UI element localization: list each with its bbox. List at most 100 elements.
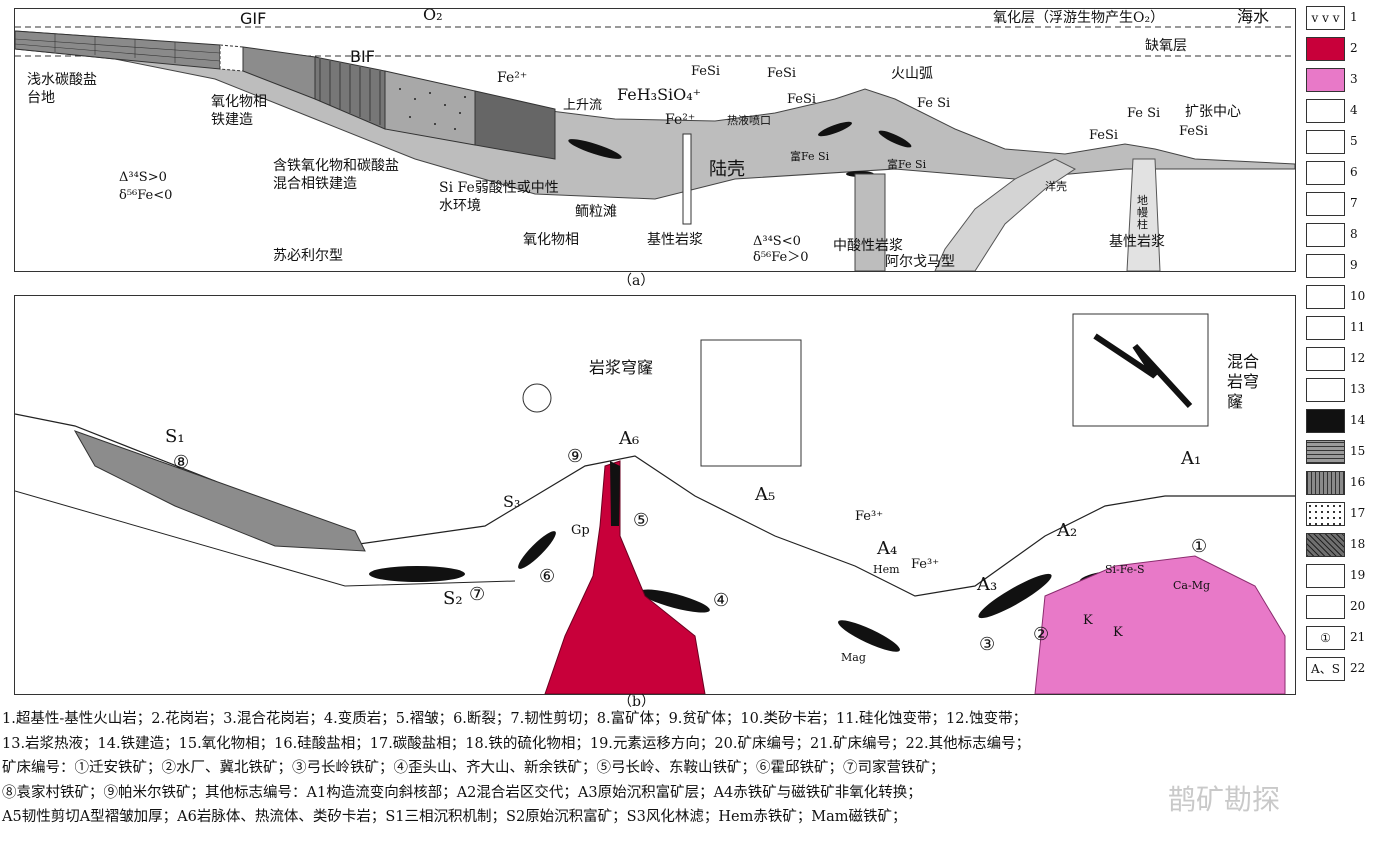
- legend-item-16: 16: [1304, 469, 1374, 497]
- legend-swatch-9: [1306, 254, 1345, 278]
- legend-item-4: 4: [1304, 97, 1374, 125]
- legend-item-11: 11: [1304, 314, 1374, 342]
- legend-number: 18: [1350, 537, 1365, 551]
- legend-swatch-20: [1306, 595, 1345, 619]
- legend-number: 7: [1350, 196, 1358, 210]
- migmatite-dome-label: 混合岩穹窿: [1227, 352, 1267, 412]
- legend-swatch-5: [1306, 130, 1345, 154]
- legend-item-15: 15: [1304, 438, 1374, 466]
- legend-swatch-18: [1306, 533, 1345, 557]
- seawater-label: 海水: [1237, 9, 1269, 25]
- a4-label: A₄: [877, 540, 897, 558]
- legend-item-7: 7: [1304, 190, 1374, 218]
- legend-item-18: 18: [1304, 531, 1374, 559]
- oceanic-crust-label: 洋壳: [1045, 181, 1067, 192]
- intermediate-magma-label: 中酸性岩浆: [833, 239, 903, 253]
- panel-b-drawing: [15, 296, 1295, 694]
- panel-a-cross-section: GIF O₂ 氧化层（浮游生物产生O₂） 海水 缺氧层 BIF Fe²⁺ FeH…: [14, 8, 1296, 272]
- o2-label: O₂: [423, 7, 443, 23]
- oxide-facies-label: 氧化物相: [523, 233, 579, 247]
- legend-number: 2: [1350, 41, 1358, 55]
- delta-s-neg-label: Δ³⁴S<0: [753, 235, 801, 248]
- delta-fe-pos-label: δ⁵⁶Fe＞0: [753, 251, 809, 264]
- legend-number: 8: [1350, 227, 1358, 241]
- legend-number: 1: [1350, 10, 1358, 24]
- gif-zone: [220, 45, 243, 71]
- legend-swatch-14: [1306, 409, 1345, 433]
- s2-ore-lens: [369, 566, 465, 582]
- legend-number: 9: [1350, 258, 1358, 272]
- magma-dome-label: 岩浆穹窿: [589, 360, 653, 376]
- legend-number: 15: [1350, 444, 1365, 458]
- legend-swatch-3: [1306, 68, 1345, 92]
- panel-b-cross-section: 岩浆穹窿 混合岩穹窿 S₁ ⑧ ⑨ A₆ S₃ Gp ⑤ A₅ ⑥ S₂ ⑦ ④…: [14, 295, 1296, 695]
- a6-vein: [610, 461, 620, 526]
- legend-swatch-6: [1306, 161, 1345, 185]
- fesi-right-3: FeSi: [1179, 125, 1208, 138]
- legend-swatch-22: A、S: [1306, 657, 1345, 681]
- carbonate-platform: [15, 31, 220, 69]
- legend-number: 3: [1350, 72, 1358, 86]
- legend-swatch-19: [1306, 564, 1345, 588]
- continental-crust-label: 陆壳: [709, 161, 745, 179]
- legend-swatch-10: [1306, 285, 1345, 309]
- a1-label: A₁: [1181, 450, 1201, 468]
- fe3-label-1: Fe³⁺: [855, 510, 883, 523]
- a3-label: A₃: [977, 576, 997, 594]
- legend-number: 21: [1350, 630, 1365, 644]
- hydrothermal-vent-label: 热液喷口: [727, 115, 771, 126]
- rich-fesi-label-2: 富Fe Si: [887, 159, 926, 170]
- deposit-4-label: ④: [713, 592, 729, 610]
- delta-s-pos-label: Δ³⁴S>0: [119, 171, 167, 184]
- deposit-2-label: ②: [1033, 626, 1049, 644]
- inset-migmatite-box: [1073, 314, 1208, 426]
- legend-item-8: 8: [1304, 221, 1374, 249]
- deposit-9-label: ⑨: [567, 448, 583, 466]
- fe2-top-label: Fe²⁺: [497, 71, 527, 85]
- fesi-right-1: Fe Si: [1127, 107, 1160, 120]
- legend-swatch-12: [1306, 347, 1345, 371]
- basic-magma-label-2: 基性岩浆: [1109, 235, 1165, 249]
- migmatite-granite: [1035, 556, 1285, 694]
- deposit-5-label: ⑤: [633, 512, 649, 530]
- s1-label: S₁: [165, 428, 185, 446]
- legend-number: 12: [1350, 351, 1365, 365]
- legend-item-6: 6: [1304, 159, 1374, 187]
- k-label-2: K: [1113, 626, 1123, 639]
- oxide-facies-bif-label: 氧化物相铁建造: [211, 93, 267, 129]
- volcanic-arc-label: 火山弧: [891, 67, 933, 81]
- deposit-6-label: ⑥: [539, 568, 555, 586]
- legend-number: 10: [1350, 289, 1365, 303]
- legend-number: 20: [1350, 599, 1365, 613]
- legend-number: 19: [1350, 568, 1365, 582]
- legend-swatch-11: [1306, 316, 1345, 340]
- intermediate-magma-conduit: [855, 174, 885, 271]
- legend-item-2: 2: [1304, 35, 1374, 63]
- sifes-label: Si-Fe-S: [1105, 564, 1145, 575]
- oxide-layer-label: 氧化层（浮游生物产生O₂）: [993, 11, 1164, 25]
- bif-label: BIF: [350, 49, 375, 65]
- legend-swatch-8: [1306, 223, 1345, 247]
- deposit-3-label: ③: [979, 636, 995, 654]
- legend-number: 22: [1350, 661, 1365, 675]
- anoxic-layer-label: 缺氧层: [1145, 39, 1187, 53]
- inset-shear-box: [701, 340, 801, 466]
- legend-item-14: 14: [1304, 407, 1374, 435]
- legend-item-9: 9: [1304, 252, 1374, 280]
- deposit-7-label: ⑦: [469, 586, 485, 604]
- camg-label: Ca-Mg: [1173, 580, 1210, 591]
- fesi-label-1: FeSi: [691, 65, 720, 78]
- legend-swatch-16: [1306, 471, 1345, 495]
- deposit-1-label: ①: [1191, 538, 1207, 556]
- algoma-type-label: 阿尔戈马型: [885, 255, 955, 269]
- legend-item-22: A、S 22: [1304, 655, 1374, 683]
- legend-number: 4: [1350, 103, 1358, 117]
- legend-number: 17: [1350, 506, 1365, 520]
- fesi-label-2: FeSi: [767, 67, 796, 80]
- a6-label: A₆: [619, 430, 639, 448]
- legend-number: 5: [1350, 134, 1358, 148]
- caption-line-2: 13.岩浆热液；14.铁建造；15.氧化物相；16.硅酸盐相；17.碳酸盐相；1…: [2, 732, 1374, 757]
- legend-item-12: 12: [1304, 345, 1374, 373]
